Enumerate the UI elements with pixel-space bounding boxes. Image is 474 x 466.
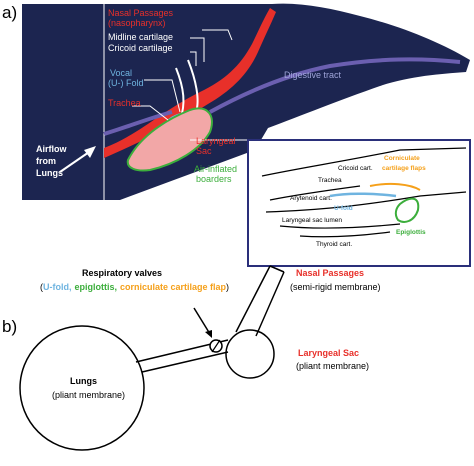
valve-ufold: U-fold, xyxy=(43,282,72,292)
nasal-passage-band xyxy=(104,8,276,158)
label-digestive-tract: Digestive tract xyxy=(284,70,342,80)
valve-arrow xyxy=(193,307,211,335)
inset-label-epiglottis: Epiglottis xyxy=(396,229,426,236)
label-nasal-passages-b: Nasal Passages xyxy=(296,268,364,278)
inset-outline-thyroid xyxy=(299,231,391,238)
inset-outline-sac xyxy=(279,223,401,229)
leader-nasal xyxy=(202,29,233,41)
label-respiratory-valves: Respiratory valves xyxy=(82,268,162,278)
trachea-line xyxy=(103,110,173,136)
nasal-tube-right-wall xyxy=(255,271,285,337)
valve-epiglottis: epiglottis, xyxy=(75,282,118,292)
label-sac: Sac xyxy=(196,146,212,156)
airflow-arrowhead xyxy=(84,146,96,158)
inset-outline-lower xyxy=(265,191,467,213)
inset-epiglottis xyxy=(394,197,420,223)
label-valves-list: (U-fold,epiglottis,corniculate cartilage… xyxy=(40,282,229,292)
inset-label-trachea: Trachea xyxy=(318,177,342,184)
inset-label-thyroid: Thyroid cart. xyxy=(316,241,352,248)
label-nasopharynx: (nasopharynx) xyxy=(108,18,166,28)
label-sac-membrane: (pliant membrane) xyxy=(296,361,369,371)
label-trachea: Trachea xyxy=(108,98,141,108)
inset-u-fold xyxy=(329,192,397,198)
airflow-arrow xyxy=(59,149,93,173)
label-cricoid-cartilage: Cricoid cartilage xyxy=(108,43,173,53)
label-lungs: Lungs xyxy=(36,168,63,178)
leader-vocal xyxy=(144,79,181,113)
valve-close-paren: ) xyxy=(226,282,229,292)
label-midline-cartilage: Midline cartilage xyxy=(108,32,173,42)
label-laryngeal-sac-b: Laryngeal Sac xyxy=(298,348,359,358)
inset-label-arytenoid: Arytenoid cart. xyxy=(290,195,332,202)
label-u-fold: (U-) Fold xyxy=(108,78,144,88)
tube-lower-wall xyxy=(141,351,229,373)
label-nasal-membrane: (semi-rigid membrane) xyxy=(290,282,381,292)
label-laryngeal: Laryngeal xyxy=(196,136,236,146)
label-airflow: Airflow xyxy=(36,144,67,154)
label-from: from xyxy=(36,156,56,166)
inset-box xyxy=(247,139,471,267)
lungs-circle xyxy=(19,325,145,451)
inset-corniculate xyxy=(369,182,421,191)
panel-a-label: a) xyxy=(2,3,17,22)
leader-cricoid xyxy=(190,51,197,66)
inset-label-corniculate-1: Corniculate xyxy=(384,155,420,162)
label-lungs-b: Lungs xyxy=(70,376,97,386)
label-boarders: boarders xyxy=(196,174,232,184)
leader-midline xyxy=(190,37,205,62)
laryngeal-sac xyxy=(126,107,213,172)
label-nasal-passages: Nasal Passages xyxy=(108,8,174,18)
digestive-tract-line xyxy=(209,57,461,114)
inset-label-cricoid: Cricoid cart. xyxy=(338,165,373,172)
inset-label-corniculate-2: cartilage flaps xyxy=(382,165,426,172)
label-lungs-membrane: (pliant membrane) xyxy=(52,390,125,400)
nasal-tube-end xyxy=(269,265,285,273)
valve-open-paren: ( xyxy=(40,282,43,292)
inset-label-u-fold: U-fold xyxy=(334,205,353,212)
nasal-tube-left-wall xyxy=(235,265,271,333)
inset-detail: Trachea Cricoid cart. Corniculate cartil… xyxy=(247,139,471,267)
valve-corniculate: corniculate cartilage flap xyxy=(120,282,227,292)
label-air-inflated: Air-inflated xyxy=(194,164,237,174)
valve-slash xyxy=(211,339,221,353)
panel-b-label: b) xyxy=(2,317,17,336)
laryngeal-sac-circle xyxy=(225,329,275,379)
leader-trachea xyxy=(132,105,169,121)
inset-outline-top xyxy=(261,147,467,177)
valve-arrowhead xyxy=(205,330,212,338)
inset-label-sac-lumen: Laryngeal sac lumen xyxy=(282,217,342,224)
inset-outline-mid xyxy=(269,185,361,201)
label-vocal: Vocal xyxy=(110,68,132,78)
